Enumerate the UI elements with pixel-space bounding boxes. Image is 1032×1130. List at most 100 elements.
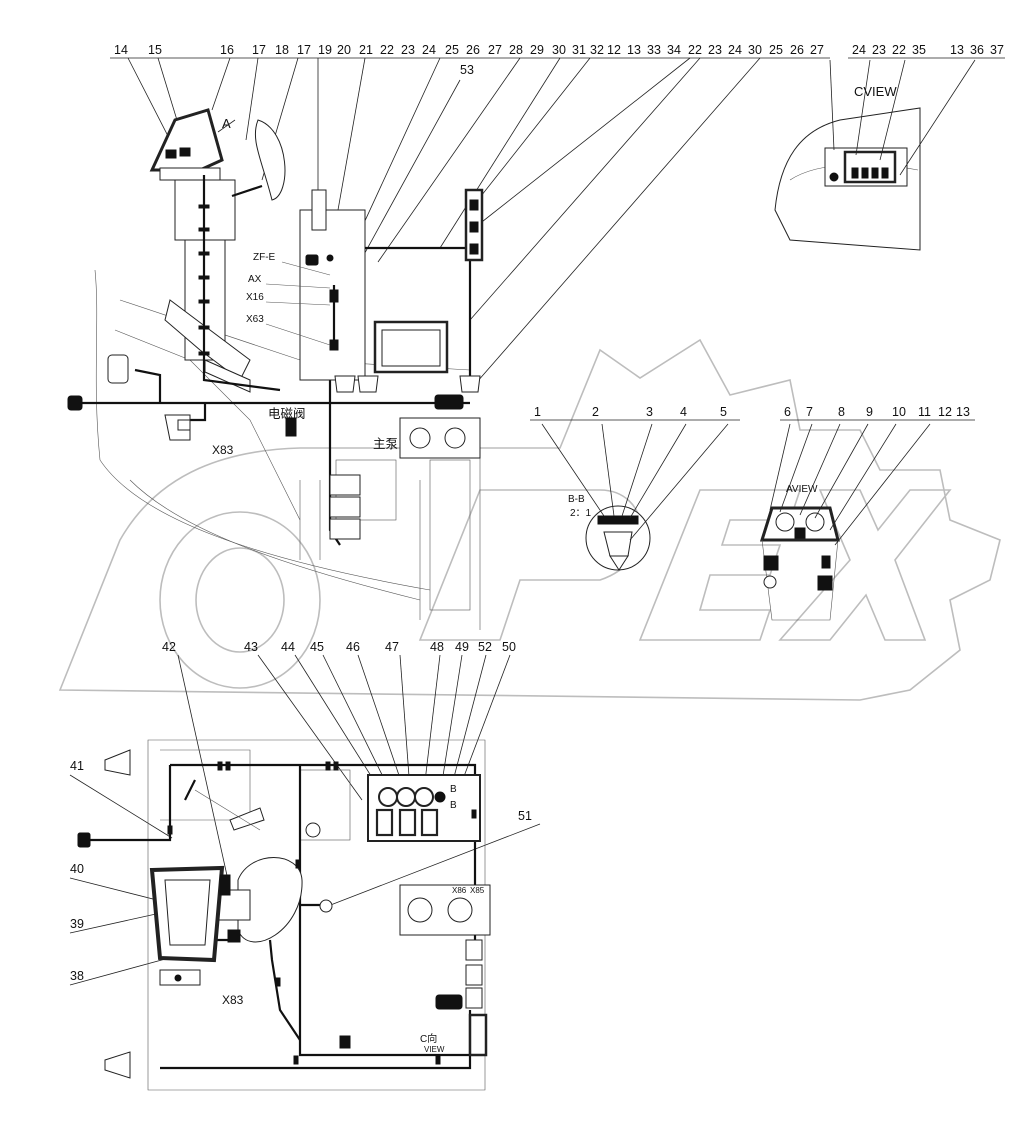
callout-7: 7 (806, 405, 813, 419)
callout-13: 13 (956, 405, 970, 419)
label-ax: AX (248, 274, 262, 285)
callout-23: 23 (708, 43, 722, 57)
callout-48: 48 (430, 640, 444, 654)
callout-43: 43 (244, 640, 258, 654)
section-bb-detail: 1 2 3 4 5 B-B 2：1 (530, 405, 740, 571)
cview-title: CVIEW (854, 84, 897, 99)
callout-13: 13 (950, 43, 964, 57)
callout-21: 21 (359, 43, 373, 57)
leader-line (294, 654, 384, 796)
leader-line (322, 654, 393, 796)
controller-box (334, 188, 484, 393)
bb-scale: 2：1 (570, 508, 592, 519)
callout-22: 22 (380, 43, 394, 57)
callout-9: 9 (866, 405, 873, 419)
callout-39: 39 (70, 917, 84, 931)
callout-23: 23 (401, 43, 415, 57)
main-pump (399, 394, 481, 459)
callout-35: 35 (912, 43, 926, 57)
x85-label: X85 (470, 886, 485, 895)
bb-title: B-B (568, 494, 585, 505)
callout-34: 34 (667, 43, 681, 57)
leader-line (439, 654, 463, 796)
b-mark-2: B (450, 800, 457, 811)
callout-24: 24 (422, 43, 436, 57)
callout-8: 8 (838, 405, 845, 419)
callout-31: 31 (572, 43, 586, 57)
callout-32: 32 (590, 43, 604, 57)
callout-13: 13 (627, 43, 641, 57)
callout-12: 12 (938, 405, 952, 419)
x86-label: X86 (452, 886, 467, 895)
callout-53: 53 (460, 63, 474, 77)
leader-line (69, 774, 173, 839)
leader-line (177, 654, 229, 881)
main-harness-trunk (67, 354, 470, 546)
aview-title: AVIEW (786, 484, 818, 495)
callout-42: 42 (162, 640, 176, 654)
leader-line (69, 911, 166, 934)
callout-27: 27 (810, 43, 824, 57)
callout-16: 16 (220, 43, 234, 57)
callout-36: 36 (970, 43, 984, 57)
callout-28: 28 (509, 43, 523, 57)
solenoid-valve-label: 电磁阀 (268, 406, 306, 421)
pedal-column (164, 179, 251, 393)
top-leader-lines (127, 57, 761, 391)
callout-1: 1 (534, 405, 541, 419)
callout-27: 27 (488, 43, 502, 57)
callout-17: 17 (297, 43, 311, 57)
callout-38: 38 (70, 969, 84, 983)
aview-detail: 6 7 8 9 10 11 12 13 AVIEW (759, 405, 975, 621)
callout-23: 23 (872, 43, 886, 57)
cview-mark: C向 (420, 1032, 437, 1045)
callout-26: 26 (790, 43, 804, 57)
callout-10: 10 (892, 405, 906, 419)
main-pump-label: 主泵 (373, 437, 398, 451)
callout-51: 51 (518, 809, 532, 823)
steering-wheel-top (231, 119, 286, 201)
callout-24: 24 (852, 43, 866, 57)
label-x16: X16 (246, 292, 264, 303)
column-harness (198, 175, 281, 392)
leader-line (399, 654, 411, 791)
callout-20: 20 (337, 43, 351, 57)
callout-52: 52 (478, 640, 492, 654)
valve-stack (329, 474, 361, 540)
callout-12: 12 (607, 43, 621, 57)
callout-40: 40 (70, 862, 84, 876)
view-word: VIEW (424, 1045, 445, 1054)
callout-24: 24 (728, 43, 742, 57)
callout-41: 41 (70, 759, 84, 773)
x83-label-bottom: X83 (222, 993, 244, 1007)
leader-line (357, 654, 405, 791)
callout-25: 25 (445, 43, 459, 57)
callout-45: 45 (310, 640, 324, 654)
instrument-cluster: A (149, 108, 236, 181)
callout-30: 30 (748, 43, 762, 57)
callout-15: 15 (148, 43, 162, 57)
label-zf-e: ZF-E (253, 252, 276, 263)
callout-2: 2 (592, 405, 599, 419)
callout-3: 3 (646, 405, 653, 419)
callout-46: 46 (346, 640, 360, 654)
callout-26: 26 (466, 43, 480, 57)
leader-line (257, 654, 363, 801)
callout-4: 4 (680, 405, 687, 419)
callout-30: 30 (552, 43, 566, 57)
callout-5: 5 (720, 405, 727, 419)
callout-29: 29 (530, 43, 544, 57)
x83-label-top: X83 (212, 443, 234, 457)
callout-6: 6 (784, 405, 791, 419)
callout-19: 19 (318, 43, 332, 57)
callout-33: 33 (647, 43, 661, 57)
callout-11: 11 (918, 405, 931, 419)
callout-49: 49 (455, 640, 469, 654)
leader-line (423, 654, 441, 791)
label-x63: X63 (246, 314, 264, 325)
callout-14: 14 (114, 43, 128, 57)
callout-47: 47 (385, 640, 399, 654)
